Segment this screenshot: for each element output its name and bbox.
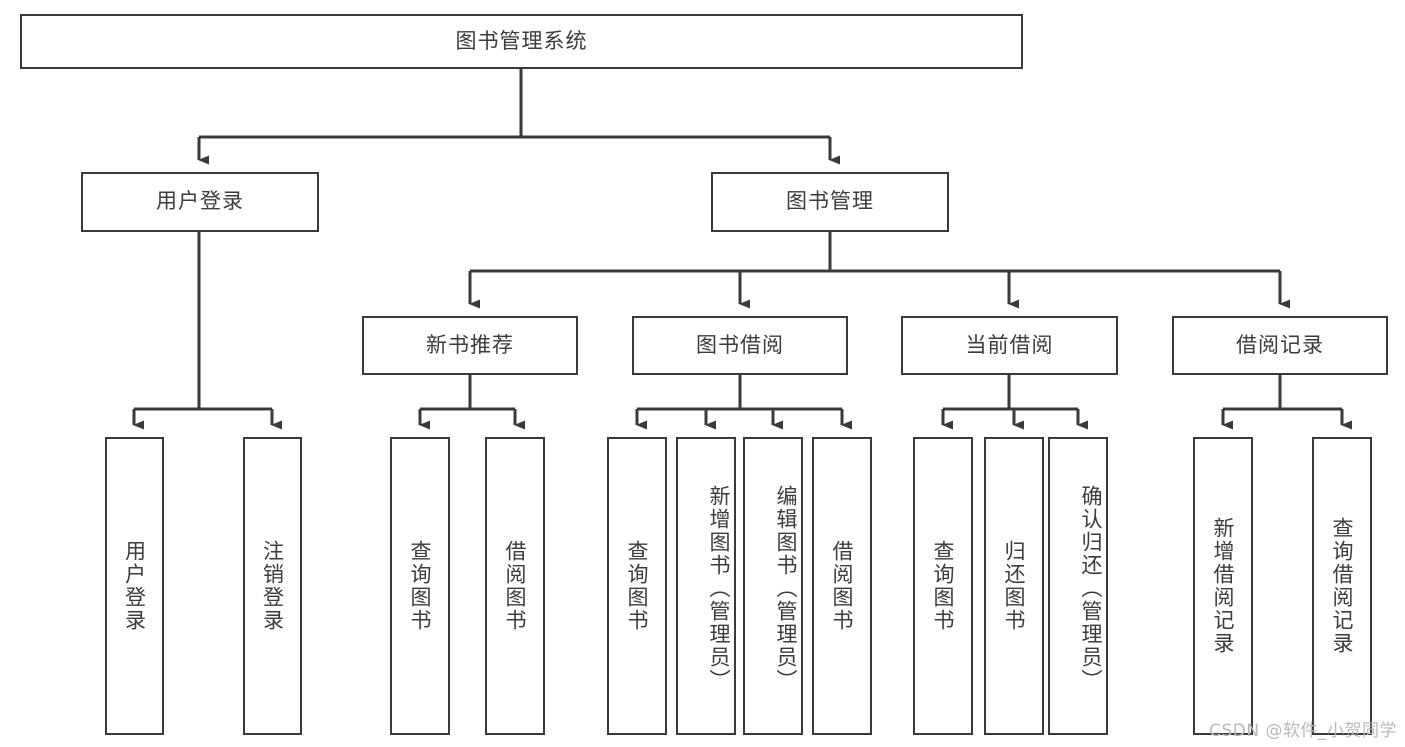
node-leaf-return-book[interactable]: 归还图书 xyxy=(984,437,1044,735)
node-leaf-borrow-book-label: 借阅图书 xyxy=(830,540,854,632)
node-leaf-cur-query-book[interactable]: 查询图书 xyxy=(913,437,973,735)
node-leaf-borrow-query-book-label: 查询图书 xyxy=(625,540,649,632)
node-book-manage[interactable]: 图书管理 xyxy=(711,172,949,232)
node-leaf-logout-label: 注销登录 xyxy=(260,540,285,632)
node-leaf-add-book-admin-label: 新增图书（管理员） xyxy=(707,484,731,692)
node-leaf-add-book-admin[interactable]: 新增图书（管理员） xyxy=(676,437,736,735)
node-current-borrow[interactable]: 当前借阅 xyxy=(901,316,1118,375)
node-leaf-add-borrow-record[interactable]: 新增借阅记录 xyxy=(1193,437,1253,735)
node-leaf-rec-borrow-book-label: 借阅图书 xyxy=(503,540,527,632)
node-leaf-borrow-query-book[interactable]: 查询图书 xyxy=(607,437,667,735)
node-leaf-borrow-book[interactable]: 借阅图书 xyxy=(812,437,872,735)
node-new-book-rec[interactable]: 新书推荐 xyxy=(362,316,578,375)
node-user-login-label: 用户登录 xyxy=(156,189,244,214)
node-book-manage-label: 图书管理 xyxy=(786,189,874,214)
node-root-label: 图书管理系统 xyxy=(455,28,588,53)
node-leaf-rec-borrow-book[interactable]: 借阅图书 xyxy=(485,437,545,735)
node-book-borrow[interactable]: 图书借阅 xyxy=(632,316,848,375)
node-leaf-confirm-return-admin[interactable]: 确认归还（管理员） xyxy=(1048,437,1108,735)
watermark-text: CSDN @软件_小贺同学 xyxy=(1209,721,1397,741)
node-leaf-return-book-label: 归还图书 xyxy=(1002,540,1026,632)
node-book-borrow-label: 图书借阅 xyxy=(696,332,784,357)
node-leaf-query-borrow-record[interactable]: 查询借阅记录 xyxy=(1312,437,1372,735)
node-leaf-confirm-return-admin-label: 确认归还（管理员） xyxy=(1079,484,1103,692)
node-borrow-record[interactable]: 借阅记录 xyxy=(1172,316,1388,375)
node-new-book-rec-label: 新书推荐 xyxy=(426,332,514,357)
node-leaf-logout[interactable]: 注销登录 xyxy=(243,437,302,735)
node-leaf-query-borrow-record-label: 查询借阅记录 xyxy=(1330,517,1354,655)
node-root[interactable]: 图书管理系统 xyxy=(20,14,1023,69)
node-leaf-edit-book-admin-label: 编辑图书（管理员） xyxy=(774,484,798,692)
node-leaf-edit-book-admin[interactable]: 编辑图书（管理员） xyxy=(743,437,803,735)
node-leaf-add-borrow-record-label: 新增借阅记录 xyxy=(1211,517,1235,655)
node-current-borrow-label: 当前借阅 xyxy=(965,332,1054,357)
node-borrow-record-label: 借阅记录 xyxy=(1236,332,1324,357)
node-leaf-user-login[interactable]: 用户登录 xyxy=(105,437,164,735)
node-user-login[interactable]: 用户登录 xyxy=(81,172,319,232)
node-leaf-rec-query-book[interactable]: 查询图书 xyxy=(390,437,450,735)
node-leaf-rec-query-book-label: 查询图书 xyxy=(408,540,432,632)
node-leaf-user-login-label: 用户登录 xyxy=(122,540,147,632)
node-leaf-cur-query-book-label: 查询图书 xyxy=(931,540,955,632)
